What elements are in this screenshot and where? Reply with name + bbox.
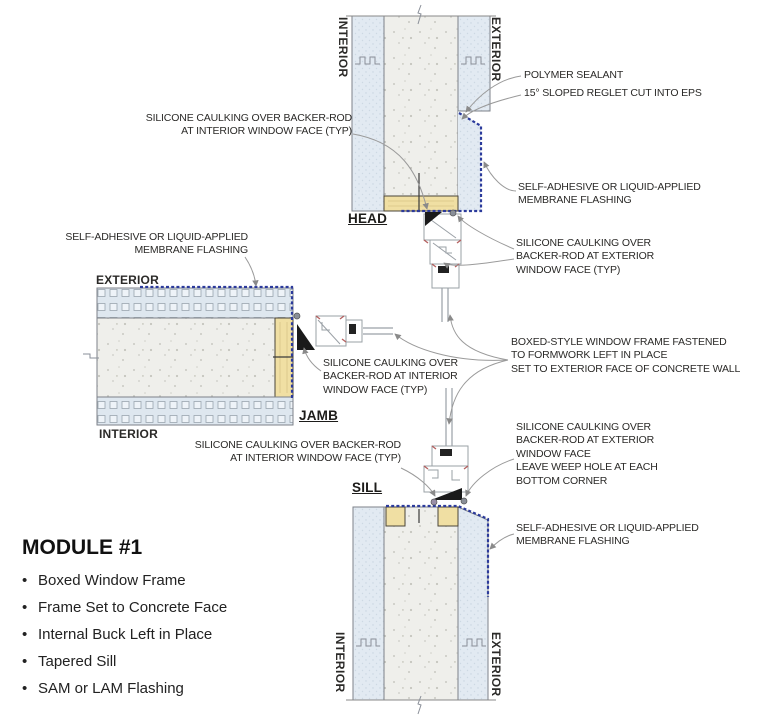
jamb-membrane-flashing <box>140 285 294 399</box>
bullet-icon: • <box>22 572 28 589</box>
head-top-break-tick <box>417 4 422 25</box>
sill-interior-backer-rod <box>430 498 438 506</box>
jamb-interior-label: INTERIOR <box>99 427 158 441</box>
head-wood-buck <box>383 195 459 212</box>
sill-glazing-stop <box>440 449 452 456</box>
annotation-head-membrane: SELF-ADHESIVE OR LIQUID-APPLIED MEMBRANE… <box>518 181 701 207</box>
annotation-jamb-membrane: SELF-ADHESIVE OR LIQUID-APPLIED MEMBRANE… <box>65 231 248 257</box>
head-interior-eps <box>351 15 385 212</box>
annotation-polymer-sealant: POLYMER SEALANT <box>524 69 624 81</box>
head-exterior-backer-rod <box>449 209 457 217</box>
head-detail <box>346 4 496 322</box>
jamb-exterior-eps <box>96 287 294 319</box>
jamb-detail <box>83 285 393 426</box>
jamb-left-break-tick <box>83 353 99 359</box>
sill-bottom-break-tick <box>417 695 422 715</box>
head-exterior-eps-lower <box>458 111 481 211</box>
bullet-icon: • <box>22 626 28 643</box>
sill-window-frame <box>423 388 469 506</box>
annotation-sill-interior-caulk: SILICONE CAULKING OVER BACKER-ROD AT INT… <box>194 439 401 465</box>
list-item: • Frame Set to Concrete Face <box>22 599 227 626</box>
annotation-jamb-interior-caulk: SILICONE CAULKING OVER BACKER-ROD AT INT… <box>323 357 458 396</box>
list-item: • Tapered Sill <box>22 653 227 680</box>
head-detail-label: HEAD <box>348 211 388 226</box>
annotation-sill-exterior-caulk: SILICONE CAULKING OVER BACKER-ROD AT EXT… <box>516 421 658 487</box>
jamb-glazing-stop <box>349 324 356 334</box>
head-eps-break-interior <box>355 56 380 65</box>
sill-concrete <box>383 506 459 701</box>
sill-eps-break-exterior <box>462 638 486 647</box>
bullet-icon: • <box>22 599 28 616</box>
sill-wood-buck-exterior <box>437 506 459 527</box>
head-exterior-label: EXTERIOR <box>489 17 503 82</box>
jamb-interior-caulk-bead <box>297 324 315 350</box>
list-item: • Boxed Window Frame <box>22 572 227 599</box>
head-eps-break-exterior <box>461 56 485 65</box>
bullet-text: Frame Set to Concrete Face <box>38 599 228 616</box>
sill-interior-eps <box>352 506 385 701</box>
jamb-detail-label: JAMB <box>299 408 339 423</box>
head-window-frame <box>423 209 462 322</box>
head-glazing-stop <box>438 266 449 273</box>
sill-eps-break-interior <box>356 638 380 647</box>
sill-wood-buck-interior <box>385 506 406 527</box>
module-bullet-list: • Boxed Window Frame • Frame Set to Concre… <box>22 572 227 707</box>
sill-interior-caulk-bead <box>431 488 462 500</box>
sill-detail <box>346 388 496 715</box>
head-interior-label: INTERIOR <box>336 17 350 78</box>
annotation-sill-membrane: SELF-ADHESIVE OR LIQUID-APPLIED MEMBRANE… <box>516 522 699 548</box>
jamb-window-frame <box>293 312 393 350</box>
annotation-boxed-frame: BOXED-STYLE WINDOW FRAME FASTENED TO FOR… <box>511 336 741 375</box>
sill-exterior-backer-rod <box>460 497 468 505</box>
annotation-sloped-reglet: 15° SLOPED REGLET CUT INTO EPS <box>524 87 702 99</box>
list-item: • SAM or LAM Flashing <box>22 680 227 707</box>
bullet-text: SAM or LAM Flashing <box>38 680 184 697</box>
sill-detail-label: SILL <box>352 480 383 495</box>
sill-exterior-eps <box>457 506 489 701</box>
bullet-icon: • <box>22 680 28 697</box>
head-interior-caulk-bead <box>425 212 442 226</box>
sill-exterior-label: EXTERIOR <box>489 632 503 697</box>
leader-lines <box>244 75 522 550</box>
annotation-head-interior-caulk: SILICONE CAULKING OVER BACKER-ROD AT INT… <box>145 112 352 138</box>
list-item: • Internal Buck Left in Place <box>22 626 227 653</box>
annotation-head-exterior-caulk: SILICONE CAULKING OVER BACKER-ROD AT EXT… <box>516 237 655 276</box>
module-title: MODULE #1 <box>22 536 143 559</box>
sill-interior-label: INTERIOR <box>333 632 347 693</box>
jamb-exterior-label: EXTERIOR <box>96 273 159 287</box>
bullet-text: Internal Buck Left in Place <box>38 626 213 643</box>
head-membrane-flashing <box>400 112 483 213</box>
bullet-text: Tapered Sill <box>38 653 117 670</box>
jamb-concrete <box>96 317 276 398</box>
jamb-interior-eps <box>96 396 294 426</box>
head-concrete <box>383 15 459 197</box>
bullet-icon: • <box>22 653 28 670</box>
jamb-backer-rod <box>293 312 301 320</box>
bullet-text: Boxed Window Frame <box>38 572 186 589</box>
